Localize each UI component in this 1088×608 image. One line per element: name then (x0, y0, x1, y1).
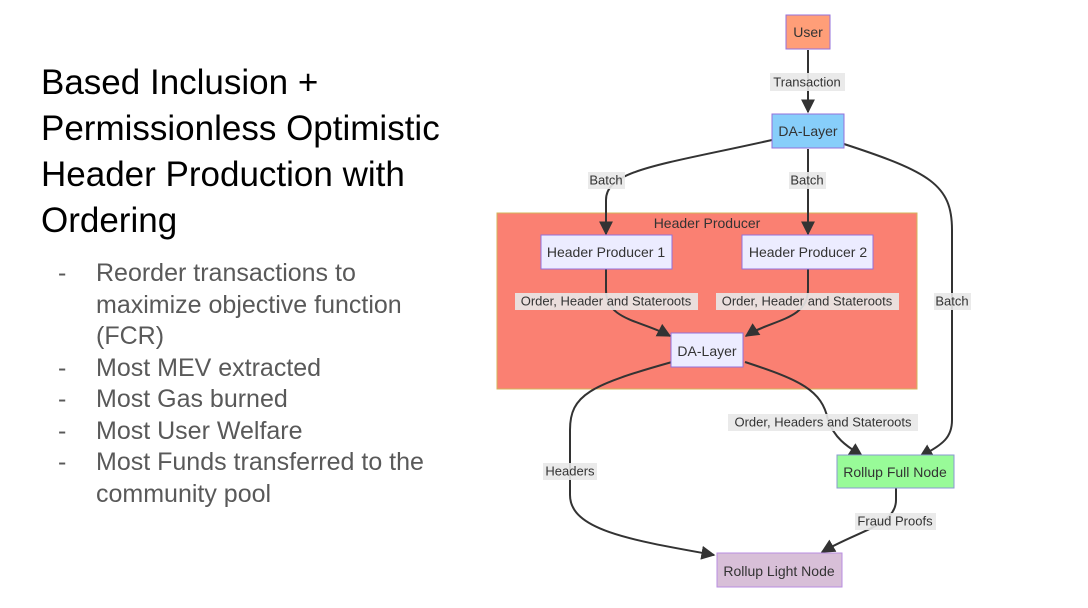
slide-title: Based Inclusion + Permissionless Optimis… (41, 60, 501, 244)
svg-text:DA-Layer: DA-Layer (677, 343, 736, 359)
svg-text:Order, Headers and Stateroots: Order, Headers and Stateroots (734, 415, 912, 430)
bullet-line: Most Gas burned (96, 385, 288, 413)
title-line: Based Inclusion + (41, 63, 319, 102)
bullet-marker: - (58, 416, 67, 445)
bullet-marker: - (58, 448, 67, 476)
bullet-list: - Reorder transactions to maximize objec… (58, 258, 478, 510)
edge-da-to-light-node (569, 361, 716, 560)
bullet-marker: - (58, 259, 67, 287)
bullet-line: (FCR) (96, 322, 165, 350)
edge-label-batch-1: Batch (588, 172, 625, 189)
bullet-marker: - (58, 385, 67, 413)
node-rollup-light-node: Rollup Light Node (716, 552, 843, 588)
node-da-layer-top: DA-Layer (771, 113, 845, 149)
svg-text:Headers: Headers (545, 464, 595, 479)
svg-text:DA-Layer: DA-Layer (778, 123, 837, 139)
svg-text:Rollup Light Node: Rollup Light Node (723, 563, 835, 579)
svg-text:Header Producer 1: Header Producer 1 (547, 244, 666, 260)
title-line: Header Production with (41, 155, 405, 194)
svg-text:Batch: Batch (589, 173, 622, 188)
svg-text:Order, Header and Stateroots: Order, Header and Stateroots (521, 294, 692, 309)
svg-text:Rollup Full Node: Rollup Full Node (843, 464, 947, 480)
edge-hp1-to-da (605, 269, 672, 337)
bullet-item: - Most Funds transferred to the communit… (58, 447, 478, 510)
title-line: Permissionless Optimistic (41, 109, 440, 148)
bullet-marker: - (58, 353, 67, 382)
edge-label-transaction: Transaction (770, 73, 845, 91)
svg-text:Order, Header and Stateroots: Order, Header and Stateroots (722, 294, 893, 309)
edge-label-order-header-1: Order, Header and Stateroots (515, 293, 698, 310)
bullet-line: maximize objective function (96, 290, 402, 319)
bullet-item: - Reorder transactions to maximize objec… (58, 258, 478, 353)
bullet-item: - Most MEV extracted (58, 353, 478, 385)
edge-label-order-headers: Order, Headers and Stateroots (728, 414, 918, 431)
svg-text:Transaction: Transaction (773, 75, 840, 90)
svg-text:Batch: Batch (935, 294, 968, 309)
node-header-producer-2: Header Producer 2 (741, 234, 874, 270)
node-user: User (785, 14, 831, 50)
bullet-item: - Most User Welfare (58, 416, 478, 448)
bullet-item: - Most Gas burned (58, 384, 478, 416)
bullet-line: community pool (96, 479, 272, 508)
edge-label-batch-3: Batch (934, 293, 971, 310)
svg-text:Fraud Proofs: Fraud Proofs (857, 514, 933, 529)
bullet-line: Most User Welfare (96, 416, 303, 445)
node-header-producer-1: Header Producer 1 (540, 234, 673, 270)
edge-label-order-header-2: Order, Header and Stateroots (716, 293, 899, 310)
node-da-layer-inner: DA-Layer (670, 332, 744, 368)
bullet-line: Reorder transactions to (96, 259, 356, 287)
edge-da-to-hp1 (599, 139, 773, 236)
svg-text:User: User (793, 24, 823, 40)
bullet-line: Most Funds transferred to the (96, 448, 424, 476)
bullet-line: Most MEV extracted (96, 353, 322, 382)
svg-text:Header Producer 2: Header Producer 2 (749, 244, 868, 260)
edge-hp2-to-da (744, 269, 809, 337)
edge-label-headers: Headers (543, 463, 597, 480)
edge-da-to-full-node (843, 143, 953, 458)
svg-text:Batch: Batch (790, 173, 823, 188)
edge-label-fraud-proofs: Fraud Proofs (855, 513, 936, 530)
title-line: Ordering (41, 201, 178, 240)
node-rollup-full-node: Rollup Full Node (836, 454, 955, 489)
cluster-label: Header Producer (654, 215, 761, 231)
edge-label-batch-2: Batch (789, 172, 826, 189)
